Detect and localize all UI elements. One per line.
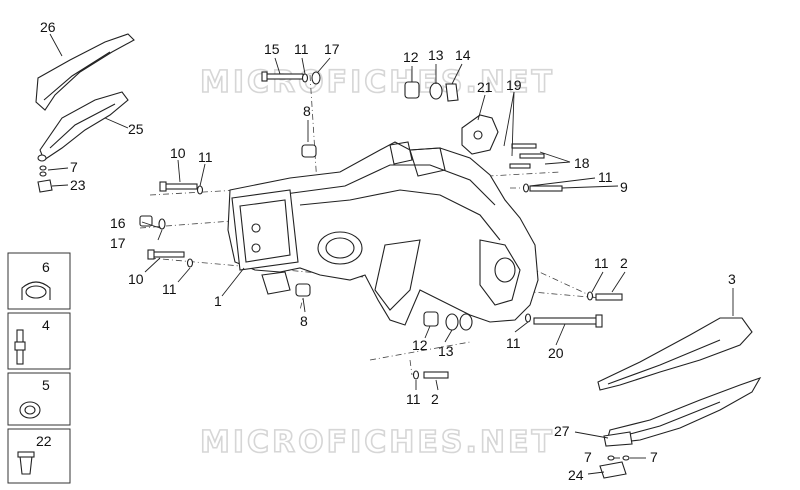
callout-19: 19: [506, 77, 522, 93]
bolt-10-lower: [147, 249, 185, 260]
part-21-bracket: [461, 114, 499, 155]
callout-11-left-lower: 11: [162, 281, 177, 297]
side-box-5-label: 5: [42, 377, 50, 393]
part-14-nut-top: [445, 83, 459, 102]
nut-16: [139, 215, 153, 227]
callout-16: 16: [110, 215, 126, 231]
side-box-6: 6: [7, 252, 71, 310]
shaft-20: [524, 313, 603, 328]
part-3-shroud: [597, 317, 753, 391]
headstock-block: [231, 189, 299, 295]
part-7-washer-left: [39, 165, 47, 177]
callout-9: 9: [620, 179, 628, 195]
side-box-5: 5: [7, 372, 71, 426]
callout-21: 21: [477, 79, 493, 95]
parts-7-bottom: [607, 455, 630, 461]
washer-11-top: [301, 73, 309, 83]
part-26-upper-cover: [35, 33, 135, 111]
callout-12: 12: [403, 49, 419, 65]
part-24-bracket: [599, 461, 627, 479]
watermark-top: MICROFICHES.NET: [200, 65, 555, 100]
callout-11-right-lower: 11: [594, 255, 609, 271]
part-27-lower-trim: [603, 376, 762, 447]
callout-17: 17: [324, 41, 340, 57]
bolt-2-lower: [412, 370, 449, 380]
bolt-9: [522, 183, 563, 193]
main-frame: [227, 141, 539, 326]
part-25-lower-cover: [37, 91, 129, 162]
bolt-2-right: [586, 291, 623, 301]
callout-20: 20: [548, 345, 564, 361]
callout-10-lower: 10: [128, 271, 144, 287]
callout-18: 18: [574, 155, 590, 171]
callout-25: 25: [128, 121, 144, 137]
callout-3: 3: [728, 271, 736, 287]
callout-11-right: 11: [598, 169, 613, 185]
bushing-8-lower: [295, 283, 311, 297]
callout-10-upper: 10: [170, 145, 186, 161]
bolts-18-19: [509, 143, 545, 169]
washer-11-left-lower: [186, 258, 194, 268]
side-box-4: 4: [7, 312, 71, 370]
callout-labels: 26 25 7 23 15 11 17 8 12 13 14 21 19 18 …: [40, 19, 736, 483]
part-23-clip: [37, 179, 53, 193]
part-12-bushing-top: [404, 81, 420, 99]
washer-17-left: [158, 218, 166, 230]
callout-7-bottom-right: 7: [650, 449, 658, 465]
callout-13: 13: [428, 47, 444, 63]
callout-11-mid: 11: [506, 335, 521, 351]
callout-27: 27: [554, 423, 570, 439]
bushing-8-top: [301, 144, 317, 158]
side-box-4-label: 4: [42, 317, 50, 333]
callout-13-lower: 13: [438, 343, 454, 359]
callout-17-left: 17: [110, 235, 126, 251]
callout-7-bottom-left: 7: [584, 449, 592, 465]
bushings-12-13-lower: [423, 311, 473, 331]
side-box-22: 22: [7, 428, 71, 484]
callout-8-lower: 8: [300, 313, 308, 329]
washer-17-top: [311, 71, 321, 85]
leader-lines: [47, 33, 734, 475]
callout-24: 24: [568, 467, 584, 483]
callout-15: 15: [264, 41, 280, 57]
callout-2-lower: 2: [431, 391, 439, 407]
callout-23: 23: [70, 177, 86, 193]
callout-11: 11: [294, 41, 309, 57]
callout-11-left-upper: 11: [198, 149, 213, 165]
watermark-bottom: MICROFICHES.NET: [200, 425, 555, 460]
callout-1: 1: [214, 293, 222, 309]
callout-11-bottom: 11: [406, 391, 421, 407]
side-box-22-label: 22: [36, 433, 52, 449]
callout-12-lower: 12: [412, 337, 428, 353]
side-box-6-label: 6: [42, 259, 50, 275]
callout-2-right: 2: [620, 255, 628, 271]
part-13-bushing-top: [429, 82, 443, 100]
bolt-10-upper: [159, 181, 198, 192]
callout-26: 26: [40, 19, 56, 35]
callout-7: 7: [70, 159, 78, 175]
washer-11-left-upper: [196, 185, 204, 195]
callout-14: 14: [455, 47, 471, 63]
callout-8: 8: [303, 103, 311, 119]
